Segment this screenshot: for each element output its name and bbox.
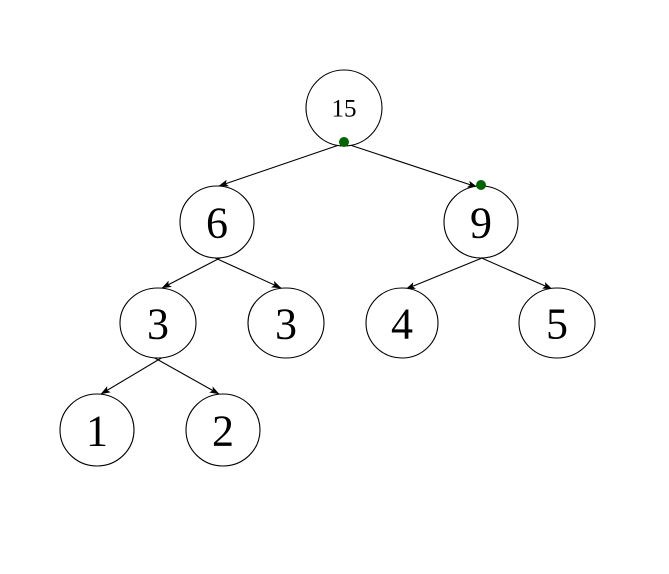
- tree-edge: [100, 356, 164, 395]
- tree-node[interactable]: 3: [247, 287, 325, 359]
- tree-node[interactable]: 4: [365, 287, 439, 359]
- tree-node[interactable]: 9: [443, 185, 519, 259]
- tree-node[interactable]: 5: [518, 287, 596, 359]
- node-label: 2: [212, 407, 234, 456]
- tree-edge: [161, 256, 223, 289]
- edges-layer: [100, 144, 553, 395]
- node-circle: [365, 287, 439, 359]
- tree-edge: [349, 144, 478, 188]
- tree-edge: [476, 255, 553, 290]
- node-label: 4: [391, 300, 413, 349]
- node-circle: [59, 393, 135, 467]
- node-label: 9: [470, 199, 492, 248]
- tree-edge: [152, 356, 220, 395]
- tree-node[interactable]: 2: [185, 393, 261, 467]
- highlight-dot-marker[interactable]: [339, 137, 349, 147]
- tree-edge: [212, 256, 282, 289]
- node-label: 6: [206, 199, 228, 248]
- markers-layer: [339, 137, 486, 190]
- node-label: 5: [546, 300, 568, 349]
- tree-node[interactable]: 6: [179, 185, 255, 259]
- tree-edge: [218, 144, 340, 187]
- node-circle: [179, 185, 255, 259]
- node-label: 3: [147, 300, 169, 349]
- nodes-layer: 15 6 9 3 3 4 5 1 2: [59, 69, 596, 467]
- tree-edge: [405, 255, 488, 290]
- highlight-dot-marker[interactable]: [476, 180, 486, 190]
- tree-node[interactable]: 3: [119, 287, 197, 359]
- node-label: 15: [332, 96, 357, 123]
- node-label: 1: [86, 407, 108, 456]
- node-circle: [119, 287, 197, 359]
- node-circle: [247, 287, 325, 359]
- node-circle: [518, 287, 596, 359]
- node-label: 3: [275, 300, 297, 349]
- tree-node[interactable]: 15: [305, 69, 383, 147]
- node-circle: [185, 393, 261, 467]
- tree-node[interactable]: 1: [59, 393, 135, 467]
